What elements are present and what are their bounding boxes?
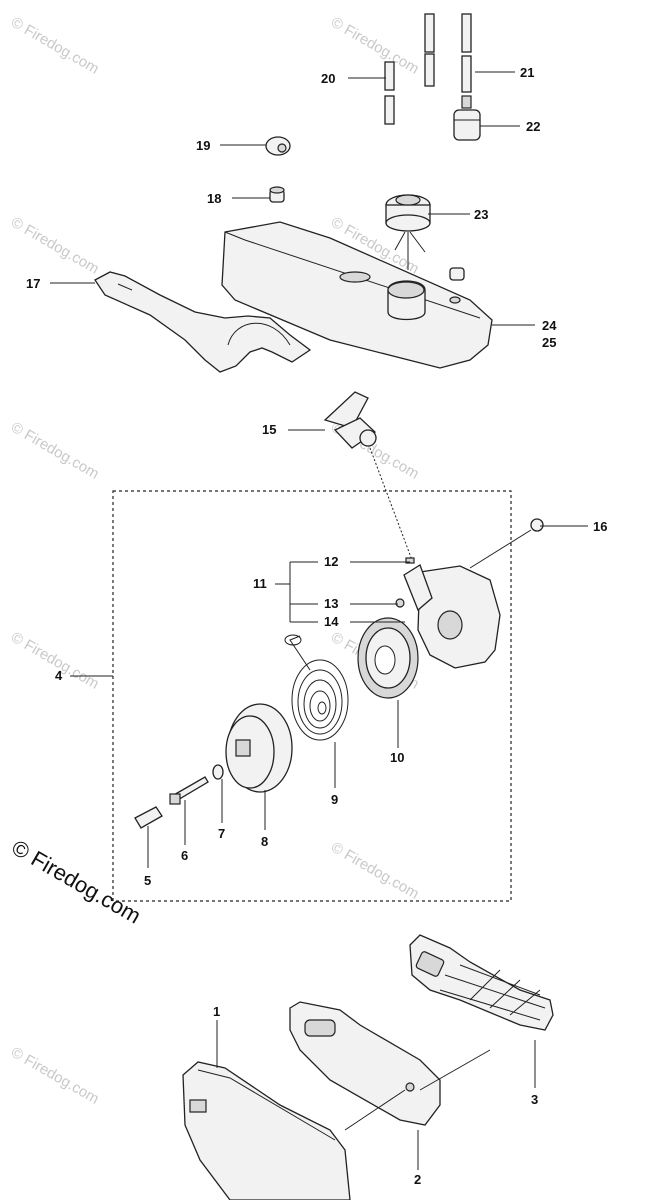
label-23: 23 (474, 207, 488, 222)
label-3: 3 (531, 1092, 538, 1107)
label-17: 17 (26, 276, 40, 291)
label-10: 10 (390, 750, 404, 765)
watermark-main: © Firedog.com (8, 835, 146, 929)
label-9: 9 (331, 792, 338, 807)
label-4: 4 (55, 668, 63, 683)
label-6: 6 (181, 848, 188, 863)
label-24: 24 (542, 318, 557, 333)
starter-assembly-box (112, 490, 512, 902)
label-14: 14 (324, 614, 339, 629)
fuel-filter-22 (453, 95, 481, 141)
screw-16 (469, 518, 544, 569)
recoil-spring-9 (284, 634, 349, 741)
label-1: 1 (213, 1004, 220, 1019)
label-25: 25 (542, 335, 556, 350)
label-21: 21 (520, 65, 534, 80)
grommet-18 (269, 186, 285, 203)
washer-7 (212, 764, 224, 780)
watermark: © Firedog.com (8, 214, 102, 278)
leader-lines (50, 71, 588, 1170)
label-11: 11 (253, 576, 267, 591)
label-8: 8 (261, 834, 268, 849)
label-7: 7 (218, 826, 225, 841)
pin-20 (384, 61, 395, 125)
tank-grommet (449, 267, 465, 281)
air-filter-3 (409, 934, 554, 1031)
label-19: 19 (196, 138, 210, 153)
watermark-layer: © Firedog.com © Firedog.com © Firedog.co… (8, 14, 422, 1108)
filter-cover-2 (289, 1001, 441, 1126)
watermark: © Firedog.com (328, 839, 422, 903)
starter-handle-15 (323, 391, 413, 561)
pulley-8 (225, 703, 293, 793)
spring-cassette-10 (357, 617, 419, 699)
label-16: 16 (593, 519, 607, 534)
watermark: © Firedog.com (8, 419, 102, 483)
watermark: © Firedog.com (8, 629, 102, 693)
pin-5 (134, 806, 163, 829)
label-22: 22 (526, 119, 540, 134)
screw-6 (169, 776, 209, 805)
label-12: 12 (324, 554, 338, 569)
label-20: 20 (321, 71, 335, 86)
cover-1 (182, 1061, 351, 1200)
label-18: 18 (207, 191, 221, 206)
watermark: © Firedog.com (8, 1044, 102, 1108)
starter-housing (395, 557, 501, 669)
label-2: 2 (414, 1172, 421, 1187)
watermark: © Firedog.com (8, 14, 102, 78)
handle-17 (94, 271, 312, 373)
cap-19 (265, 136, 291, 156)
label-5: 5 (144, 873, 151, 888)
label-13: 13 (324, 596, 338, 611)
callout-labels: 1 2 3 4 5 6 7 8 9 10 11 12 13 14 15 16 1… (26, 65, 607, 1187)
pin-21 (424, 13, 472, 93)
watermark: © Firedog.com (328, 14, 422, 78)
label-15: 15 (262, 422, 276, 437)
fuel-tank-24-25 (221, 221, 493, 369)
